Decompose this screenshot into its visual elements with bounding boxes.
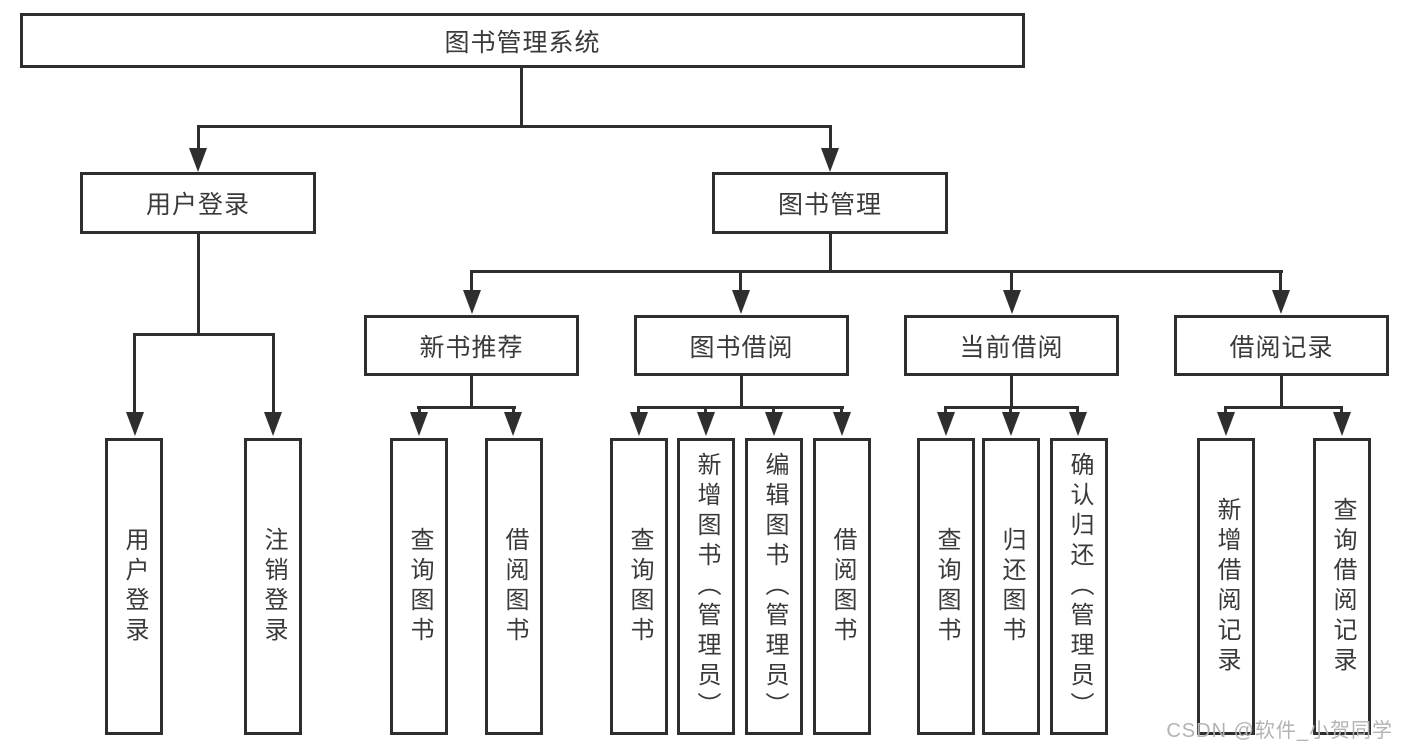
node-current-borrow: 当前借阅 bbox=[904, 315, 1119, 376]
connector-line bbox=[197, 234, 200, 335]
connector-line bbox=[1279, 270, 1282, 290]
leaf-logout: 注销登录 bbox=[244, 438, 302, 735]
connector-line bbox=[739, 270, 742, 290]
node-new-books: 新书推荐 bbox=[364, 315, 579, 376]
arrow-down-icon bbox=[1069, 412, 1087, 436]
connector-line bbox=[272, 333, 275, 412]
leaf-edit-books-admin: 编辑图书（管理员） bbox=[745, 438, 803, 735]
connector-line bbox=[1280, 376, 1283, 408]
arrow-down-icon bbox=[765, 412, 783, 436]
arrow-down-icon bbox=[1003, 290, 1021, 314]
connector-line bbox=[470, 270, 473, 290]
leaf-add-borrow-record: 新增借阅记录 bbox=[1197, 438, 1255, 735]
arrow-down-icon bbox=[1002, 412, 1020, 436]
arrow-down-icon bbox=[697, 412, 715, 436]
csdn-watermark: CSDN @软件_小贺同学 bbox=[1166, 720, 1393, 742]
connector-line bbox=[637, 406, 640, 414]
leaf-query-books-1: 查询图书 bbox=[390, 438, 448, 735]
leaf-query-borrow-record: 查询借阅记录 bbox=[1313, 438, 1371, 735]
leaf-add-books-admin: 新增图书（管理员） bbox=[677, 438, 735, 735]
node-book-mgmt: 图书管理 bbox=[712, 172, 948, 234]
node-borrow-records: 借阅记录 bbox=[1174, 315, 1389, 376]
leaf-query-books-2: 查询图书 bbox=[610, 438, 668, 735]
arrow-down-icon bbox=[1217, 412, 1235, 436]
arrow-down-icon bbox=[264, 412, 282, 436]
connector-line bbox=[512, 406, 515, 414]
leaf-confirm-return-admin: 确认归还（管理员） bbox=[1050, 438, 1108, 735]
connector-line bbox=[829, 234, 832, 272]
connector-line bbox=[1010, 376, 1013, 408]
arrow-down-icon bbox=[937, 412, 955, 436]
connector-line bbox=[1076, 406, 1079, 414]
leaf-query-books-3: 查询图书 bbox=[917, 438, 975, 735]
connector-line bbox=[1225, 406, 1343, 409]
leaf-borrow-books-1: 借阅图书 bbox=[485, 438, 543, 735]
arrow-down-icon bbox=[189, 148, 207, 172]
leaf-borrow-books-2: 借阅图书 bbox=[813, 438, 871, 735]
arrow-down-icon bbox=[833, 412, 851, 436]
arrow-down-icon bbox=[410, 412, 428, 436]
connector-line bbox=[740, 376, 743, 408]
connector-line bbox=[520, 68, 523, 127]
node-book-borrow: 图书借阅 bbox=[634, 315, 849, 376]
connector-line bbox=[418, 406, 421, 414]
node-root: 图书管理系统 bbox=[20, 13, 1025, 68]
connector-line bbox=[1009, 406, 1012, 414]
connector-line bbox=[944, 406, 947, 414]
connector-line bbox=[840, 406, 843, 414]
connector-line bbox=[470, 376, 473, 408]
connector-line bbox=[1010, 270, 1013, 290]
leaf-user-login: 用户登录 bbox=[105, 438, 163, 735]
connector-line bbox=[197, 125, 832, 128]
connector-line bbox=[417, 406, 516, 409]
arrow-down-icon bbox=[630, 412, 648, 436]
arrow-down-icon bbox=[1272, 290, 1290, 314]
node-user-login: 用户登录 bbox=[80, 172, 316, 234]
connector-line bbox=[197, 125, 200, 149]
connector-line bbox=[1340, 406, 1343, 414]
arrow-down-icon bbox=[126, 412, 144, 436]
connector-line bbox=[133, 333, 136, 412]
connector-line bbox=[829, 125, 832, 149]
connector-line bbox=[772, 406, 775, 414]
arrow-down-icon bbox=[1333, 412, 1351, 436]
connector-line bbox=[704, 406, 707, 414]
connector-line bbox=[133, 333, 275, 336]
arrow-down-icon bbox=[463, 290, 481, 314]
arrow-down-icon bbox=[821, 148, 839, 172]
leaf-return-books: 归还图书 bbox=[982, 438, 1040, 735]
connector-line bbox=[471, 270, 1283, 273]
arrow-down-icon bbox=[504, 412, 522, 436]
arrow-down-icon bbox=[732, 290, 750, 314]
connector-line bbox=[1224, 406, 1227, 414]
connector-line bbox=[945, 406, 1079, 409]
connector-line bbox=[637, 406, 844, 409]
